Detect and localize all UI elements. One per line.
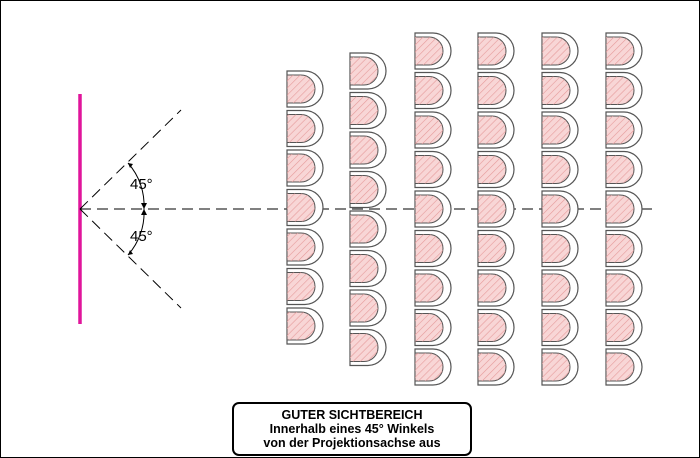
seat [605, 229, 643, 268]
seat [414, 150, 452, 189]
caption-line-3: von der Projektionsachse aus [263, 436, 441, 450]
caption-box: GUTER SICHTBEREICH Innerhalb eines 45° W… [232, 402, 472, 456]
seat [414, 190, 452, 228]
seat [541, 71, 579, 110]
seat [349, 52, 387, 90]
seat [286, 267, 324, 306]
seat [414, 32, 452, 70]
seat [541, 32, 579, 70]
lower-arc-arrowhead-top [141, 209, 147, 215]
seat [286, 307, 324, 345]
seat [541, 229, 579, 268]
seat [477, 190, 515, 228]
seat [541, 308, 579, 347]
caption-line-2: Innerhalb eines 45° Winkels [269, 422, 435, 436]
seat [414, 71, 452, 110]
upper-angle-label: 45° [130, 176, 153, 193]
seat [286, 149, 324, 187]
seat [286, 109, 324, 148]
seat [605, 111, 643, 149]
seat [349, 91, 387, 130]
seat [605, 150, 643, 189]
upper-45-line [79, 109, 182, 210]
seat [349, 328, 387, 367]
seat [349, 289, 387, 327]
seat [541, 150, 579, 189]
seat [477, 308, 515, 347]
seat [477, 32, 515, 70]
seat [605, 269, 643, 307]
seat [541, 190, 579, 228]
caption-title: GUTER SICHTBEREICH [281, 408, 423, 422]
seat [286, 188, 324, 227]
seat [541, 111, 579, 149]
seat [477, 150, 515, 189]
seat [414, 229, 452, 268]
seat [477, 111, 515, 149]
upper-arc-arrowhead-top [128, 163, 133, 168]
seat [286, 228, 324, 266]
seat [349, 131, 387, 169]
lower-angle-label: 45° [130, 228, 153, 245]
seat [477, 229, 515, 268]
seat-rows [286, 32, 643, 386]
seat [349, 249, 387, 288]
seat [605, 348, 643, 386]
seat [414, 111, 452, 149]
upper-arc-arrowhead-bottom [141, 203, 147, 209]
seat [605, 308, 643, 347]
seat [477, 71, 515, 110]
seat [349, 210, 387, 248]
seat [541, 269, 579, 307]
seat [605, 32, 643, 70]
lower-45-line [79, 208, 182, 309]
seat [605, 190, 643, 228]
seat [541, 348, 579, 386]
seat [349, 170, 387, 209]
seat [605, 71, 643, 110]
seat [414, 348, 452, 386]
seat [286, 70, 324, 108]
seat [477, 348, 515, 386]
seat [414, 269, 452, 307]
seat [477, 269, 515, 307]
seat [414, 308, 452, 347]
lower-arc-arrowhead-bottom [128, 250, 133, 255]
